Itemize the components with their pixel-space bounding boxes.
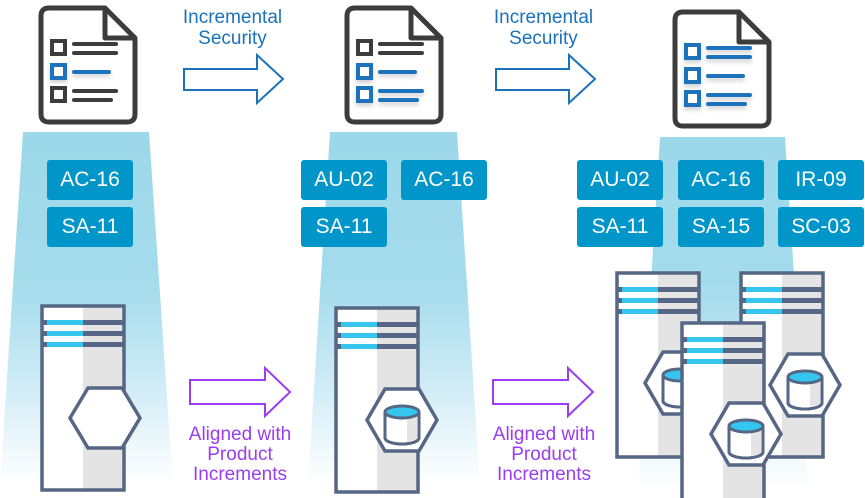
security-label-1: Incremental Security: [160, 7, 305, 49]
control-badge: SA-15: [678, 207, 764, 247]
control-badge: SA-11: [301, 207, 387, 247]
hexagon-icon: [67, 386, 143, 450]
security-label-1-line1: Incremental: [182, 7, 283, 28]
security-label-2-line1: Incremental: [493, 7, 594, 28]
control-badge: AC-16: [401, 160, 487, 200]
security-label-1-line2: Security: [198, 28, 267, 49]
document-icon-stage-1: [38, 5, 138, 125]
security-arrow-2: [495, 52, 597, 106]
product-label-2-line2: Product: [511, 444, 577, 465]
product-arrow-2: [492, 365, 595, 419]
control-badge: AU-02: [301, 160, 387, 200]
product-label-1: Aligned with Product Increments: [170, 425, 310, 485]
control-badge: SA-11: [577, 207, 663, 247]
control-badge: AC-16: [678, 160, 764, 200]
product-label-2-line1: Aligned with: [492, 424, 596, 445]
security-label-2: Incremental Security: [471, 7, 616, 49]
control-badge: SA-11: [47, 207, 133, 247]
product-label-1-line2: Product: [207, 444, 273, 465]
security-label-2-line2: Security: [509, 28, 578, 49]
control-badge: AC-16: [47, 160, 133, 200]
product-label-1-line3: Increments: [193, 464, 287, 485]
document-icon-stage-3: [672, 9, 772, 129]
control-badge: SC-03: [778, 207, 864, 247]
security-arrow-1: [183, 52, 285, 106]
product-label-2-line3: Increments: [497, 464, 591, 485]
product-label-2: Aligned with Product Increments: [474, 425, 614, 485]
server-icon-stage-1: [40, 304, 143, 492]
document-icon-stage-2: [344, 5, 444, 125]
product-arrow-1: [189, 365, 292, 419]
control-badge: AU-02: [577, 160, 663, 200]
control-badge: IR-09: [778, 160, 864, 200]
product-label-1-line1: Aligned with: [188, 424, 292, 445]
